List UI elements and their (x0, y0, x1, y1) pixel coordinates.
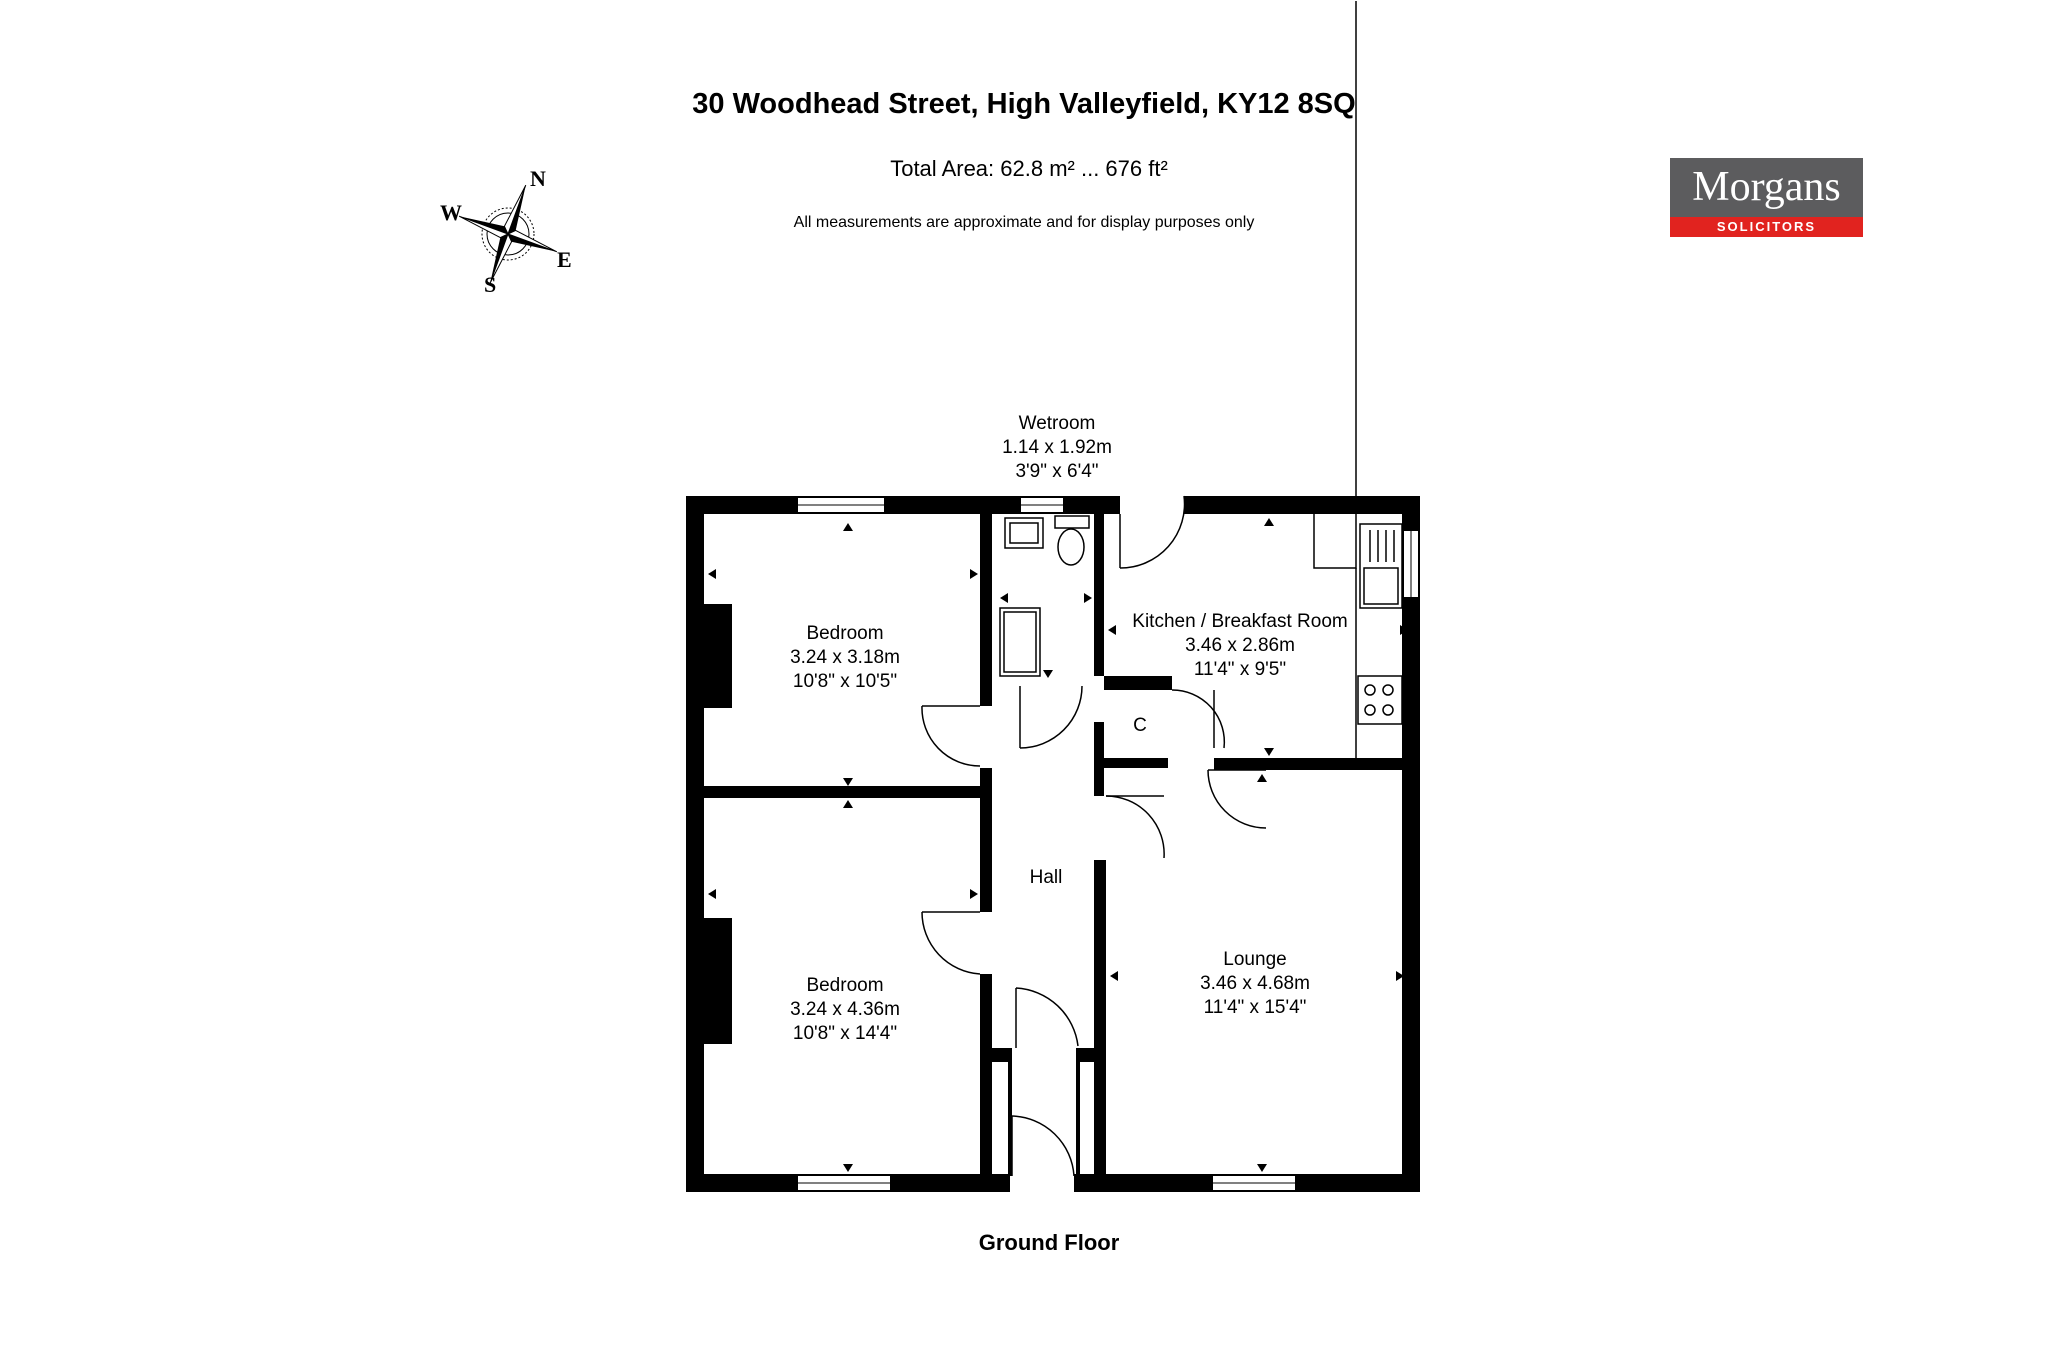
room-label-cupboard: C (1120, 714, 1160, 738)
room-label-kitchen: Kitchen / Breakfast Room 3.46 x 2.86m 11… (1110, 610, 1370, 682)
room-imperial: 3'9" x 6'4" (1015, 461, 1099, 482)
room-name: Hall (1029, 867, 1063, 888)
total-area: Total Area: 62.8 m² ... 676 ft² (890, 156, 1168, 181)
compass-s: S (484, 272, 496, 297)
kitchen-fixtures (1313, 1, 1403, 758)
room-name: C (1133, 715, 1147, 736)
room-label-hall: Hall (1006, 866, 1086, 890)
room-name: Wetroom (1018, 413, 1096, 434)
room-label-bedroom-1: Bedroom 3.24 x 3.18m 10'8" x 10'5" (730, 622, 960, 694)
compass-n: N (530, 168, 546, 191)
room-label-wetroom: Wetroom 1.14 x 1.92m 3'9" x 6'4" (942, 412, 1172, 484)
windows (796, 496, 1420, 1192)
room-imperial: 10'8" x 14'4" (792, 1023, 898, 1044)
toilet-icon (1054, 515, 1090, 529)
compass-w: W (440, 200, 462, 225)
disclaimer: All measurements are approximate and for… (793, 214, 1255, 231)
room-imperial: 10'8" x 10'5" (792, 671, 898, 692)
room-metric: 3.46 x 4.68m (1200, 973, 1310, 994)
logo-tagline: SOLICITORS (1670, 217, 1863, 237)
room-metric: 3.46 x 2.86m (1185, 635, 1295, 656)
room-name: Bedroom (806, 623, 884, 644)
room-name: Bedroom (806, 975, 884, 996)
walls (686, 496, 1420, 1192)
doors (921, 495, 1267, 1177)
sink-icon (1359, 523, 1403, 609)
room-metric: 1.14 x 1.92m (1002, 437, 1112, 458)
morgans-logo: Morgans SOLICITORS (1670, 158, 1863, 237)
room-imperial: 11'4" x 9'5" (1193, 659, 1287, 680)
room-metric: 3.24 x 3.18m (790, 647, 900, 668)
floor-label: Ground Floor (978, 1230, 1120, 1255)
wetroom-fixtures (999, 515, 1090, 677)
compass-e: E (557, 247, 572, 272)
room-metric: 3.24 x 4.36m (790, 999, 900, 1020)
room-name: Lounge (1223, 949, 1287, 970)
page-title: 30 Woodhead Street, High Valleyfield, KY… (692, 88, 1356, 120)
logo-name: Morgans (1670, 158, 1863, 217)
compass-rose-icon: N E S W (440, 168, 572, 297)
hob-icon (1357, 675, 1403, 725)
room-label-lounge: Lounge 3.46 x 4.68m 11'4" x 15'4" (1140, 948, 1370, 1020)
room-label-bedroom-2: Bedroom 3.24 x 4.36m 10'8" x 14'4" (730, 974, 960, 1046)
window-lines (797, 504, 1412, 1184)
room-imperial: 11'4" x 15'4" (1203, 997, 1307, 1018)
dimension-arrows (708, 518, 1408, 1172)
room-name: Kitchen / Breakfast Room (1132, 611, 1348, 632)
